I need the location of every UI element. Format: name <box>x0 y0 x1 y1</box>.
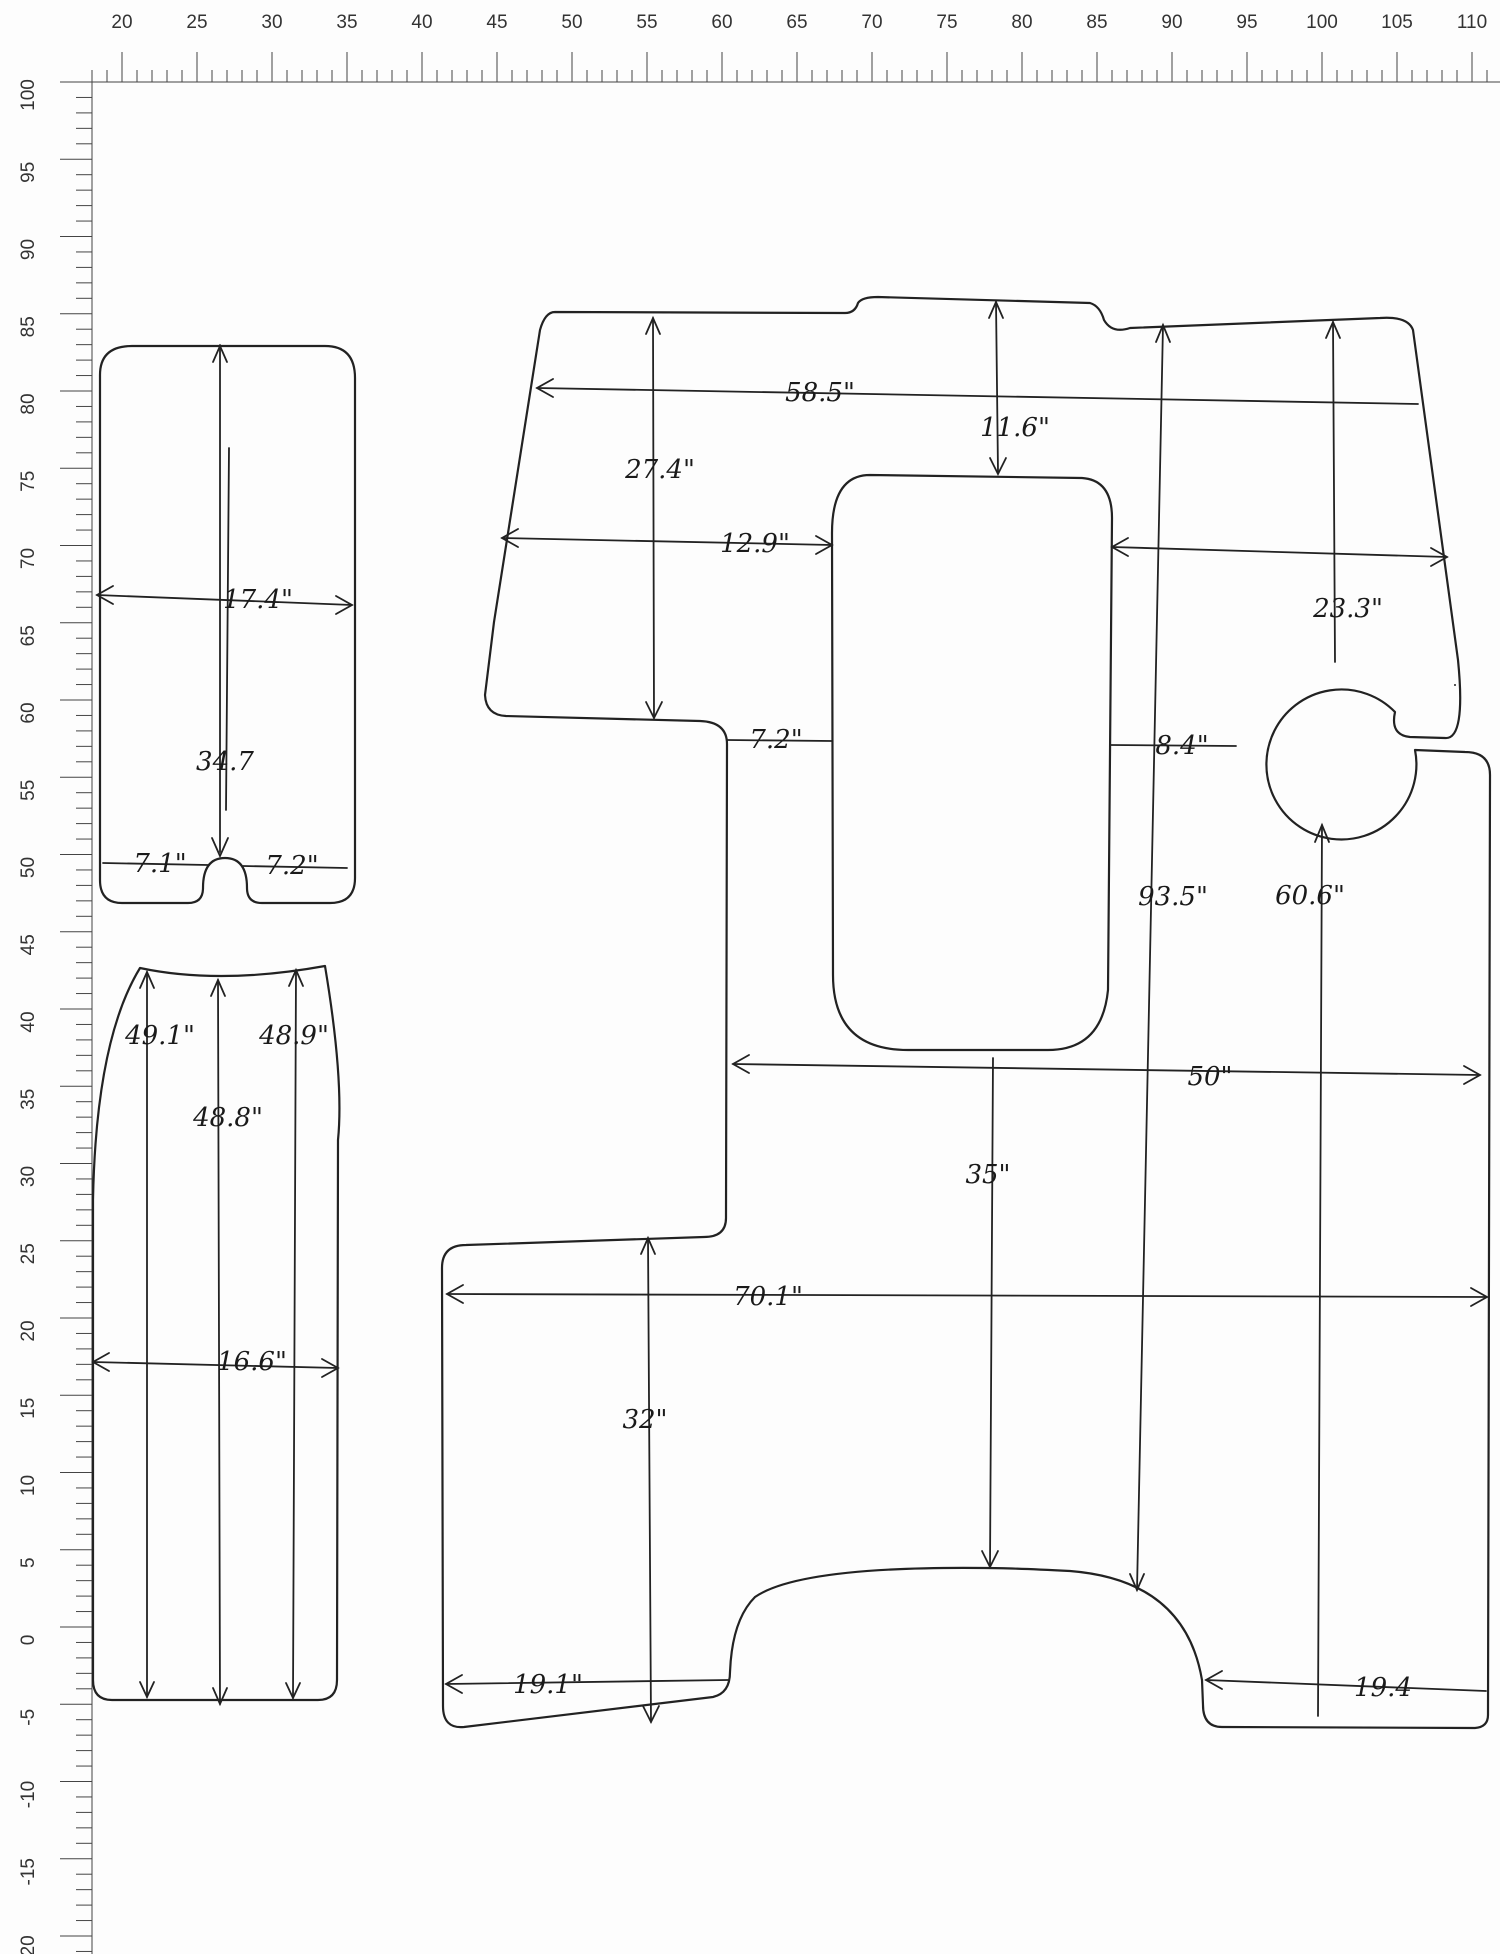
left-ruler-label: -10 <box>18 1781 39 1808</box>
lower-left-height-label: 32" <box>622 1405 667 1435</box>
top-ruler-label: 70 <box>861 12 882 33</box>
top-ruler-label: 80 <box>1011 12 1032 33</box>
left-ruler-label: 40 <box>18 1011 39 1032</box>
left-ruler-label: 95 <box>18 162 39 183</box>
left-ruler-label: 85 <box>18 316 39 337</box>
left-ruler-label: 10 <box>18 1475 39 1496</box>
cutout-to-curve-label: 35" <box>965 1160 1010 1190</box>
left-gap-label: 7.1" <box>133 849 186 879</box>
left-ruler-label: -15 <box>18 1858 39 1885</box>
right-height-label: 48.9" <box>258 1021 329 1051</box>
left-depth-label: 27.4" <box>624 455 695 485</box>
left-ruler-label: 25 <box>18 1243 39 1264</box>
top-ruler-label: 50 <box>561 12 582 33</box>
left-ruler-label: 20 <box>18 1320 39 1341</box>
left-ruler-label: 45 <box>18 934 39 955</box>
top-ruler-label: 85 <box>1086 12 1107 33</box>
bottom-right-label: 19.4 <box>1354 1673 1412 1703</box>
small-top-piece: 17.4" 34.7 7.1" 7.2" <box>95 343 357 905</box>
gap-right-label: 8.4" <box>1155 731 1208 761</box>
right-to-edge-label: 23.3" <box>1312 594 1383 624</box>
small-top-outline <box>98 344 357 905</box>
left-ruler-label: 75 <box>18 471 39 492</box>
top-ruler-label: 20 <box>111 12 132 33</box>
left-height-label: 49.1" <box>124 1021 195 1051</box>
width-label: 16.6" <box>217 1347 287 1377</box>
top-ruler-label: 75 <box>936 12 957 33</box>
left-ruler-label: 70 <box>18 548 39 569</box>
top-ruler-label: 100 <box>1306 12 1338 33</box>
top-ruler-label: 40 <box>411 12 432 33</box>
top-ruler-label: 105 <box>1381 12 1413 33</box>
left-ruler-label: 0 <box>18 1635 39 1646</box>
top-ruler: 20 25 30 35 40 45 50 55 60 65 70 75 80 85 90 95 100 105 11… <box>90 12 1500 83</box>
top-width-label: 58.5" <box>785 378 855 408</box>
top-ruler-label: 90 <box>1161 12 1182 33</box>
center-height-label: 48.8" <box>192 1103 263 1133</box>
top-ruler-label: 25 <box>186 12 207 33</box>
left-to-cutout-label: 12.9" <box>720 529 790 559</box>
center-cutout <box>830 473 1114 1052</box>
mid-width-label: 50" <box>1187 1062 1232 1092</box>
small-bottom-outline <box>91 964 341 1702</box>
top-ruler-label: 65 <box>786 12 807 33</box>
main-outline <box>440 295 1492 1730</box>
left-ruler-label: 50 <box>18 857 39 878</box>
bottom-left-label: 19.1" <box>513 1670 583 1700</box>
left-ruler-label: 55 <box>18 780 39 801</box>
right-gap-label: 7.2" <box>265 851 318 881</box>
left-ruler-label: 65 <box>18 625 39 646</box>
left-ruler-label: 35 <box>18 1089 39 1110</box>
top-to-cutout-label: 11.6" <box>980 413 1050 443</box>
left-ruler-label: 30 <box>18 1166 39 1187</box>
small-bottom-piece: 49.1" 48.8" 48.9" 16.6" <box>91 964 341 1707</box>
left-ruler-label: 100 <box>18 79 39 111</box>
circle-to-bottom-label: 60.6" <box>1275 881 1345 911</box>
gap-left-label: 7.2" <box>749 725 802 755</box>
top-ruler-label: 30 <box>261 12 282 33</box>
left-ruler-label: -20 <box>18 1935 39 1954</box>
left-ruler-label: 5 <box>18 1557 39 1568</box>
top-ruler-label: 35 <box>336 12 357 33</box>
main-piece: 58.5" 11.6" 27.4" 12.9" 23.3" 7.2" 8.4" … <box>440 295 1492 1730</box>
left-ruler: 1009590858075706560555045403530252015105… <box>18 79 93 1954</box>
left-ruler-label: 90 <box>18 239 39 260</box>
width-label: 17.4" <box>223 585 293 615</box>
left-ruler-label: 80 <box>18 393 39 414</box>
left-ruler-label: 15 <box>18 1398 39 1419</box>
top-ruler-label: 55 <box>636 12 657 33</box>
left-ruler-label: 60 <box>18 702 39 723</box>
top-ruler-label: 45 <box>486 12 507 33</box>
top-ruler-label: 95 <box>1236 12 1257 33</box>
left-ruler-label: -5 <box>18 1709 39 1726</box>
height-label: 34.7 <box>196 747 254 777</box>
top-ruler-label: 110 <box>1457 12 1487 33</box>
full-width-label: 70.1" <box>733 1282 803 1312</box>
top-ruler-label: 60 <box>711 12 732 33</box>
total-height-label: 93.5" <box>1138 882 1208 912</box>
